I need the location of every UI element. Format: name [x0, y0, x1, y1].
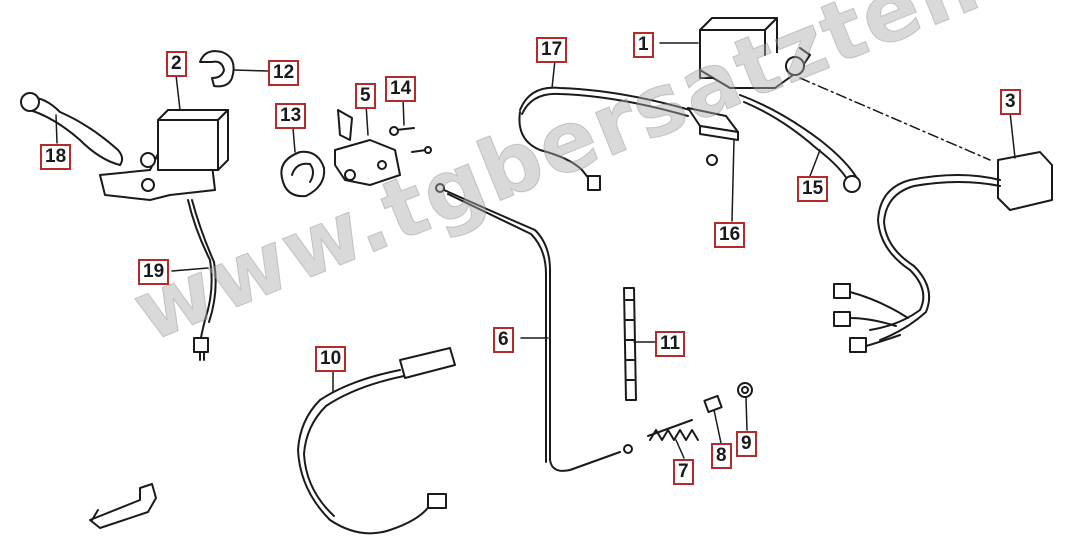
callout-16: 16: [714, 222, 746, 248]
callout-7: 7: [673, 459, 694, 485]
lever-holder-part-5: [334, 109, 401, 186]
callout-3: 3: [1000, 89, 1021, 115]
callout-2: 2: [166, 51, 187, 77]
screw-part-14: [389, 126, 432, 154]
callout-18: 18: [40, 144, 72, 170]
callout-17: 17: [536, 37, 568, 63]
callout-10: 10: [315, 346, 347, 372]
callout-12: 12: [268, 60, 300, 86]
callout-11: 11: [655, 331, 686, 357]
wire-part-10: [297, 347, 456, 535]
cable-part-6: [435, 183, 633, 472]
callout-5: 5: [355, 83, 376, 109]
switch-part-16-17: [518, 86, 739, 191]
callout-6: 6: [493, 327, 514, 353]
callout-19: 19: [138, 259, 170, 285]
clamp-part-12: [199, 50, 235, 88]
callout-14: 14: [385, 76, 417, 102]
alignment-line: [799, 77, 991, 161]
right-brake-assembly: [699, 17, 861, 193]
clamp-part-13: [280, 150, 326, 198]
callout-8: 8: [711, 443, 732, 469]
left-brake-lever-assembly: [20, 92, 229, 361]
switch-housing-part-3: [833, 151, 1053, 353]
callout-1: 1: [633, 32, 654, 58]
callout-15: 15: [797, 176, 829, 202]
callout-9: 9: [736, 431, 757, 457]
leader-lines: [55, 42, 1016, 459]
spring-part-7: [647, 419, 699, 441]
bracket-lower-left: [89, 483, 157, 529]
cable-tie-part-11: [623, 287, 637, 401]
callout-13: 13: [275, 103, 307, 129]
bushing-part-8: [703, 394, 723, 414]
